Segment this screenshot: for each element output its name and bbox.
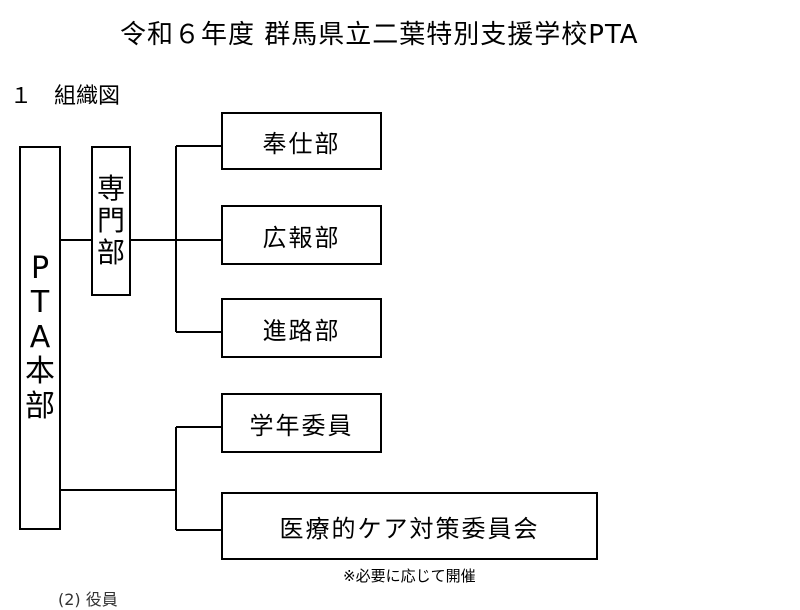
next-section-heading-cut: (2) 役員 xyxy=(58,590,118,609)
vertical-label-char: 部 xyxy=(96,236,125,270)
page-title: 令和６年度 群馬県立二葉特別支援学校PTA xyxy=(120,20,639,50)
vertical-label-char: 本 xyxy=(25,354,55,390)
specialist-box: 専門部 xyxy=(91,146,131,296)
member-box-medical: 医療的ケア対策委員会 xyxy=(221,492,598,560)
footnote: ※必要に応じて開催 xyxy=(343,567,476,585)
vertical-label-char: P xyxy=(30,250,50,286)
vertical-label-char: 門 xyxy=(96,203,125,237)
vertical-label-char: 部 xyxy=(25,388,55,424)
vertical-label-char: T xyxy=(30,285,50,321)
member-box-grade: 学年委員 xyxy=(221,393,382,453)
vertical-label-char: 専 xyxy=(96,171,125,205)
committee-box-pr: 広報部 xyxy=(221,205,382,265)
committee-box-service: 奉仕部 xyxy=(221,112,382,170)
section-heading: １ 組織図 xyxy=(10,84,121,109)
vertical-label-char: A xyxy=(29,319,51,355)
committee-box-career: 進路部 xyxy=(221,298,382,358)
